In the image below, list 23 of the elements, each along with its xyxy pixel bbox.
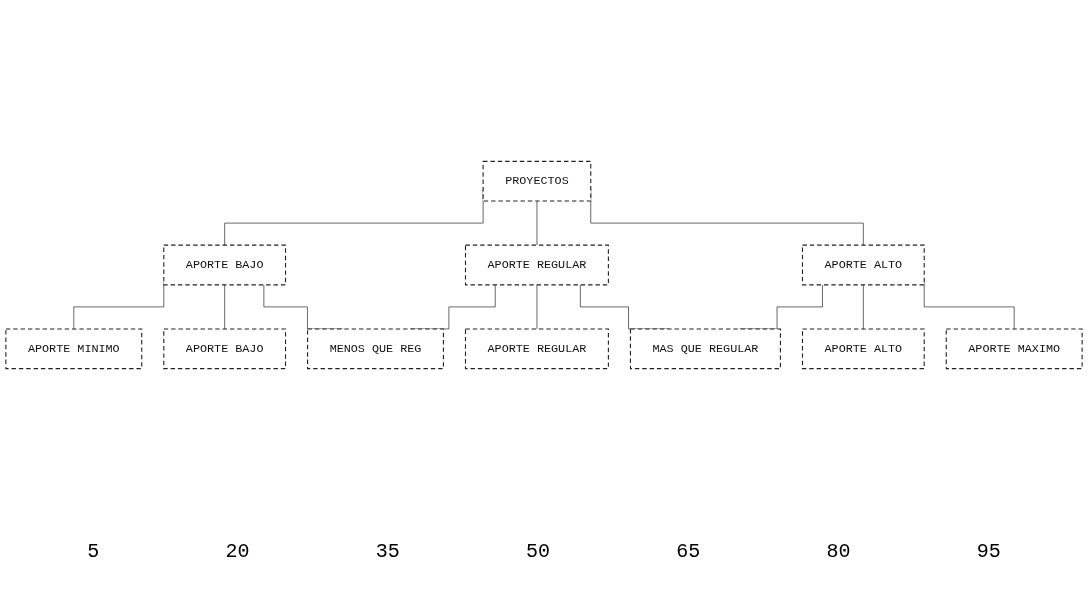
node-box	[5, 328, 143, 370]
node-box	[307, 328, 444, 370]
tree-diagram: PROYECTOS APORTE BAJO APORTE REGULAR APORTE ALTO APORTE MINIMO APORTE BAJO MENOS QUE REG APORTE REGULAR MAS QUE REGULAR APORTE ALTO APORTE MAXIMO	[0, 0, 1088, 530]
node-box	[801, 244, 925, 286]
connector	[536, 284, 538, 330]
node-box	[163, 244, 287, 286]
node-box	[482, 160, 592, 202]
scale-value: 95	[976, 540, 1001, 563]
node-box	[629, 328, 781, 370]
scale-value: 5	[87, 540, 100, 563]
scale-value: 50	[525, 540, 550, 563]
scale-value: 20	[225, 540, 250, 563]
node-box	[464, 328, 609, 370]
scale-value: 65	[676, 540, 701, 563]
node-box	[945, 328, 1083, 370]
scale-value: 80	[826, 540, 851, 563]
connector	[862, 284, 864, 330]
scale-value: 35	[375, 540, 400, 563]
node-box	[163, 328, 287, 370]
connector	[536, 200, 538, 246]
node-box	[801, 328, 925, 370]
connector	[224, 284, 226, 330]
node-box	[464, 244, 609, 286]
